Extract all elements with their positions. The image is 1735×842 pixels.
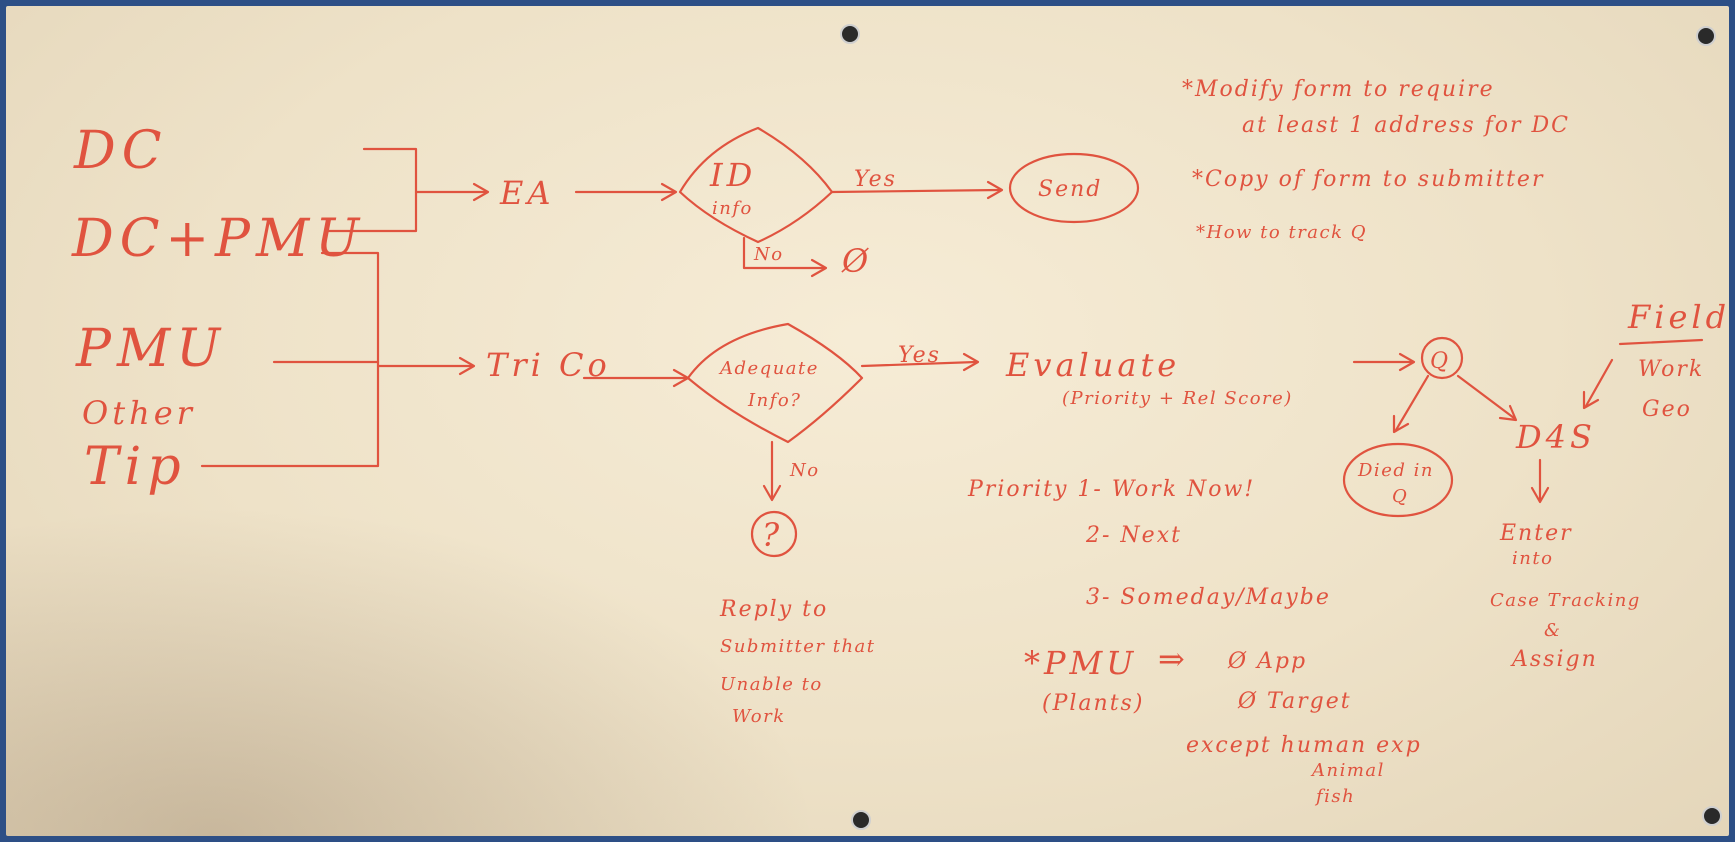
- mounting-bolt: [1696, 26, 1716, 46]
- node-evaluate: Evaluate: [1005, 346, 1180, 384]
- reply-line-3: Unable to: [720, 674, 823, 695]
- node-queue: [1420, 336, 1464, 380]
- pmu-note-target: Ø Target: [1237, 689, 1352, 714]
- arrow-head: [1392, 414, 1410, 434]
- arrow-head: [458, 356, 476, 376]
- no-label-bottom: No: [789, 460, 820, 481]
- note-copy-form: *Copy of form to submitter: [1192, 167, 1544, 192]
- question-label: ?: [762, 516, 783, 554]
- pmu-note-fish: fish: [1314, 786, 1355, 807]
- enter-line-3: Case Tracking: [1490, 590, 1641, 611]
- decision-adequate-label: Adequate: [718, 358, 819, 379]
- whiteboard-drawing: DC DC+PMU PMU Other Tip EA ID info Yes: [71, 24, 1729, 830]
- node-d4s: D4S: [1515, 418, 1596, 456]
- work-label: Work: [1638, 357, 1704, 382]
- mounting-bolt: [840, 24, 860, 44]
- pmu-note-plants: (Plants): [1042, 691, 1144, 716]
- bracket-top: [324, 147, 418, 233]
- priority-1: Priority 1- Work Now!: [967, 477, 1255, 502]
- arrow-to-evaluate: [860, 360, 978, 368]
- died-line-1: Died in: [1357, 460, 1434, 481]
- whiteboard: DC DC+PMU PMU Other Tip EA ID info Yes: [6, 6, 1729, 836]
- field-label: Field: [1627, 298, 1729, 336]
- note-track-q: *How to track Q: [1196, 222, 1367, 243]
- reply-line-1: Reply to: [719, 597, 828, 622]
- priority-3: 3- Someday/Maybe: [1086, 585, 1331, 610]
- yes-label-top: Yes: [854, 167, 897, 192]
- arrow-head: [962, 352, 980, 372]
- note-modify-form-1: *Modify form to require: [1182, 77, 1495, 102]
- arrow-head: [810, 258, 828, 278]
- arrow-head: [1582, 390, 1600, 410]
- arrow-head: [660, 182, 678, 202]
- node-send: [1008, 152, 1140, 224]
- enter-line-5: Assign: [1510, 647, 1598, 672]
- pmu-note-except: except human exp: [1186, 733, 1422, 758]
- reply-line-4: Work: [732, 706, 786, 727]
- arrow-to-send: [830, 188, 1002, 194]
- pmu-note-title: *PMU: [1024, 644, 1137, 682]
- decision-info-label: info: [712, 198, 753, 219]
- bracket-bottom: [200, 251, 380, 468]
- arrow-to-died: [1394, 374, 1430, 432]
- geo-label: Geo: [1642, 397, 1692, 422]
- evaluate-subtitle: (Priority + Rel Score): [1062, 388, 1293, 409]
- node-question: [750, 510, 798, 558]
- arrow-head: [762, 484, 782, 502]
- decision-info-q-label: Info?: [747, 390, 801, 411]
- arrow-head: [472, 182, 490, 202]
- mounting-bolt: [851, 810, 871, 830]
- enter-line-4: &: [1544, 620, 1562, 641]
- source-dc: DC: [73, 121, 167, 181]
- node-died-in-q: [1342, 442, 1454, 518]
- arrow-head: [986, 180, 1004, 200]
- queue-label: Q: [1430, 349, 1450, 374]
- arrow-head: [1498, 404, 1518, 422]
- source-tip: Tip: [84, 437, 187, 497]
- source-pmu: PMU: [75, 319, 226, 379]
- reply-line-2: Submitter that: [720, 636, 876, 657]
- source-other: Other: [82, 394, 196, 432]
- node-ea: EA: [499, 174, 554, 212]
- send-label: Send: [1038, 177, 1102, 202]
- priority-2: 2- Next: [1085, 523, 1182, 548]
- enter-line-1: Enter: [1499, 521, 1573, 546]
- arrow-field-to-d4s: [1584, 358, 1614, 408]
- pmu-note-app: Ø App: [1227, 649, 1307, 674]
- pmu-note-arrow: ⇒: [1158, 640, 1189, 678]
- field-underline: [1618, 338, 1704, 346]
- no-branch-top: [742, 236, 826, 270]
- pmu-note-animal: Animal: [1310, 760, 1385, 781]
- arrow-head: [1530, 486, 1550, 504]
- no-label-top: No: [753, 244, 784, 265]
- null-result-top: Ø: [841, 242, 872, 280]
- enter-line-2: into: [1512, 548, 1553, 569]
- died-line-2: Q: [1392, 486, 1408, 507]
- decision-adequate-info: [686, 322, 864, 444]
- arrow-to-d4s: [1456, 374, 1516, 420]
- mounting-bolt: [1702, 806, 1722, 826]
- decision-id-label: ID: [709, 156, 756, 194]
- arrow-head: [1398, 352, 1416, 372]
- note-modify-form-2: at least 1 address for DC: [1242, 113, 1570, 138]
- source-dc-pmu: DC+PMU: [71, 209, 365, 269]
